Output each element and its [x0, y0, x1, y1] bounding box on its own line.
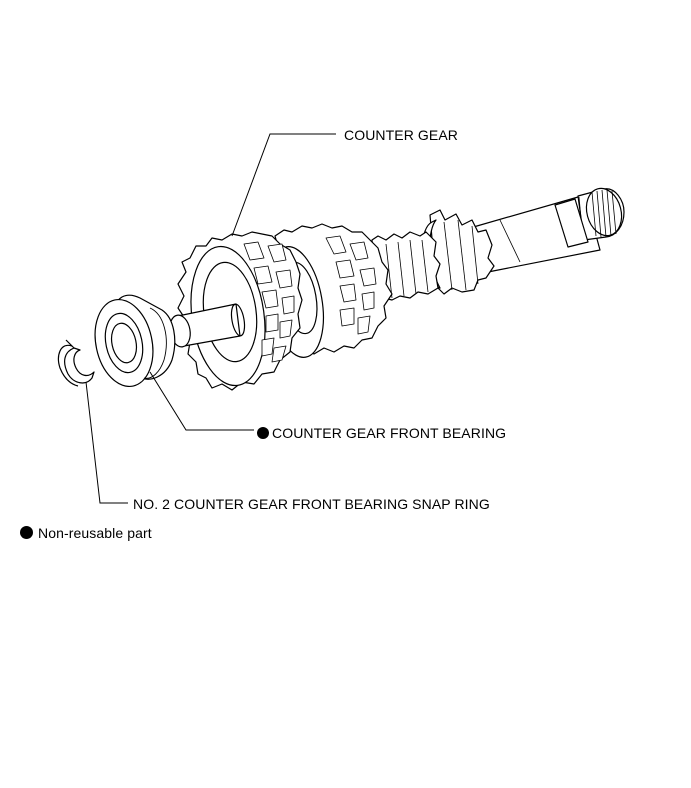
callout-front-bearing: COUNTER GEAR FRONT BEARING — [257, 425, 506, 441]
callout-counter-gear: COUNTER GEAR — [344, 127, 458, 143]
legend-non-reusable-text: Non-reusable part — [38, 525, 152, 541]
leader-front-bearing — [149, 371, 254, 431]
legend-non-reusable: Non-reusable part — [20, 525, 152, 541]
callout-counter-gear-text: COUNTER GEAR — [344, 127, 458, 143]
middle-gear — [371, 231, 441, 303]
leader-counter-gear — [231, 133, 336, 237]
callout-front-bearing-text: COUNTER GEAR FRONT BEARING — [272, 425, 507, 441]
callout-snap-ring-text: NO. 2 COUNTER GEAR FRONT BEARING SNAP RI… — [133, 496, 490, 512]
leader-snap-ring — [85, 381, 128, 504]
counter-shaft — [469, 187, 625, 273]
non-reusable-dot-icon — [257, 427, 269, 439]
snap-ring — [57, 339, 95, 387]
counter-gear-front — [177, 231, 303, 391]
callout-snap-ring: NO. 2 COUNTER GEAR FRONT BEARING SNAP RI… — [133, 496, 490, 512]
legend-dot-icon — [20, 526, 33, 539]
counter-gear-front-bearing — [94, 294, 176, 388]
